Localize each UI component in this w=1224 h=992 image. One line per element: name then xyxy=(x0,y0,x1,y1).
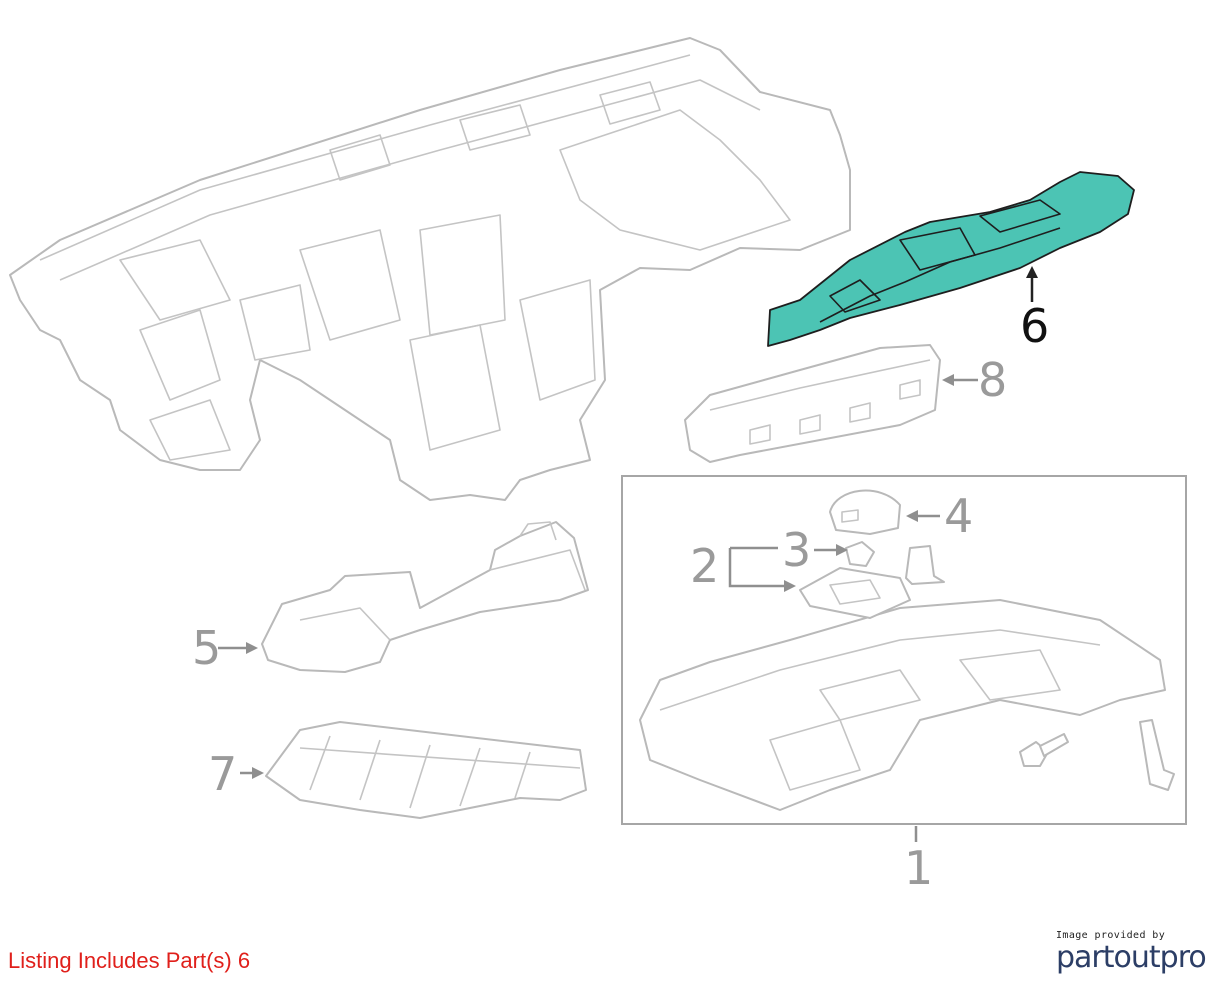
part-8-bezel[interactable] xyxy=(684,344,941,463)
part-3-clip[interactable] xyxy=(845,541,875,567)
brand-part-a: partout xyxy=(1056,940,1161,975)
stud xyxy=(1139,719,1175,791)
credit-caption: Image provided by xyxy=(1056,930,1166,941)
callout-2: 2 xyxy=(690,539,719,593)
latch-bracket xyxy=(905,545,945,585)
part-2-latch[interactable] xyxy=(799,567,911,619)
callout-8: 8 xyxy=(978,353,1007,407)
part-4-cover[interactable] xyxy=(829,489,901,535)
callout-5: 5 xyxy=(192,621,221,675)
part-1-group-box xyxy=(621,475,1187,825)
callout-6: 6 xyxy=(1020,299,1049,353)
bolt xyxy=(1019,733,1069,767)
callout-1: 1 xyxy=(904,841,933,895)
callout-7: 7 xyxy=(208,747,237,801)
brand-part-b: pro xyxy=(1159,940,1207,975)
partoutpro-logo: partoutpro xyxy=(1056,940,1207,975)
part-6-shape xyxy=(767,171,1135,347)
callout-3: 3 xyxy=(782,523,811,577)
part-6-trim-panel[interactable] xyxy=(767,171,1135,347)
instrument-panel-frame xyxy=(9,37,851,501)
part-5-duct[interactable] xyxy=(261,521,589,673)
part-7-panel[interactable] xyxy=(265,721,587,819)
part-1-glove-box[interactable] xyxy=(639,599,1166,811)
listing-note: Listing Includes Part(s) 6 xyxy=(8,948,251,973)
callout-4: 4 xyxy=(944,489,973,543)
leader-lines xyxy=(218,266,1038,842)
partoutpro-credit: Image provided by partoutpro xyxy=(1056,930,1207,975)
